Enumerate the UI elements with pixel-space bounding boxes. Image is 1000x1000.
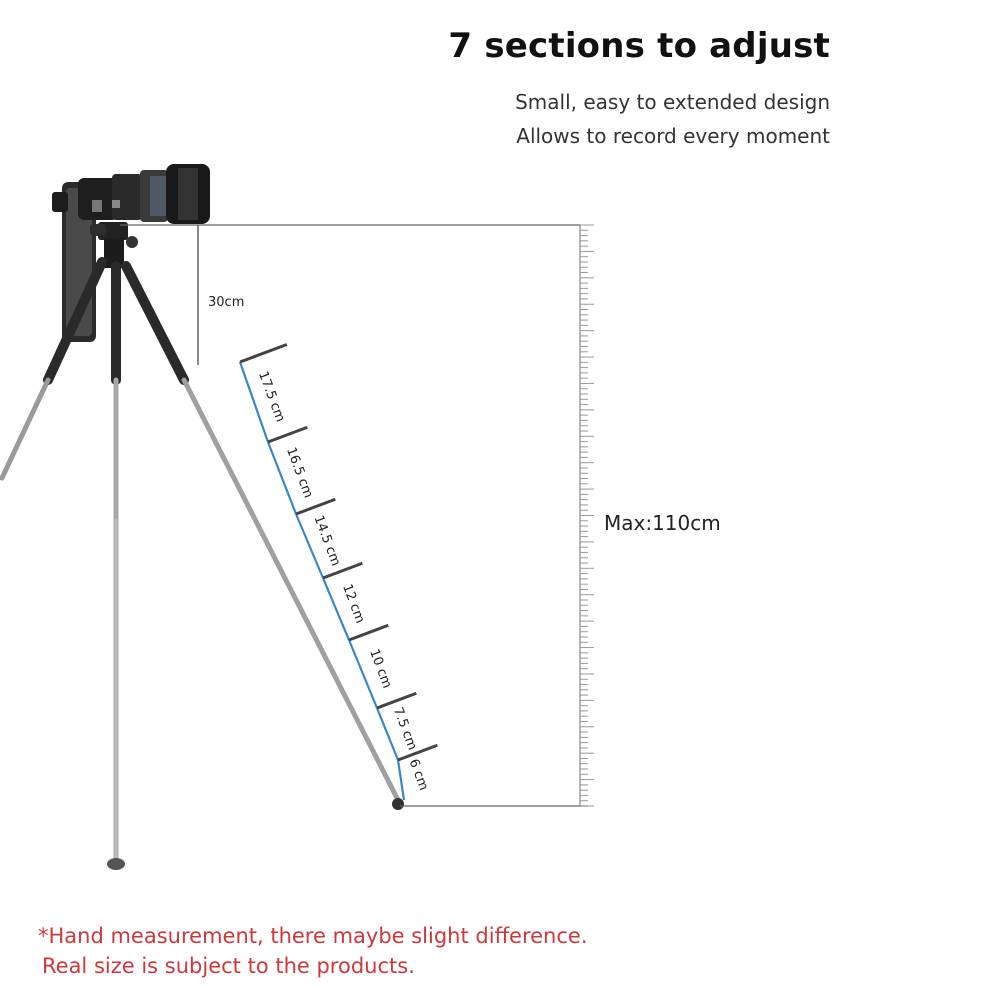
subtitle-line-1: Small, easy to extended design: [515, 90, 830, 114]
tripod-legs: [0, 257, 404, 870]
headline: 7 sections to adjust: [448, 26, 830, 66]
section-divider: [239, 343, 288, 364]
section-measure-line: [375, 707, 400, 761]
section-divider: [267, 425, 308, 444]
height-ruler: [579, 224, 594, 807]
top-height-label: 30cm: [208, 295, 244, 310]
section-divider: [322, 561, 363, 580]
max-height-label: Max:110cm: [604, 511, 721, 535]
section-divider: [348, 623, 389, 642]
section-length-label: 7.5 cm: [390, 705, 420, 752]
footnote-line-1: *Hand measurement, there maybe slight di…: [38, 924, 588, 948]
section-length-label: 10 cm: [366, 647, 394, 690]
section-measure-line: [321, 577, 351, 641]
section-measure-line: [238, 361, 270, 443]
section-divider: [397, 743, 438, 762]
section-measure-line: [266, 441, 298, 515]
section-measure-line: [396, 759, 406, 801]
section-length-label: 6 cm: [406, 757, 431, 792]
section-measure-line: [347, 639, 379, 709]
phone-lens-illustration: [52, 164, 210, 342]
section-length-label: 12 cm: [339, 582, 367, 625]
footnote-line-2: Real size is subject to the products.: [42, 954, 415, 978]
section-divider: [376, 691, 417, 710]
subtitle-line-2: Allows to record every moment: [516, 124, 830, 148]
section-divider: [295, 497, 336, 516]
tripod-head: [90, 222, 138, 268]
section-measure-line: [294, 513, 325, 579]
